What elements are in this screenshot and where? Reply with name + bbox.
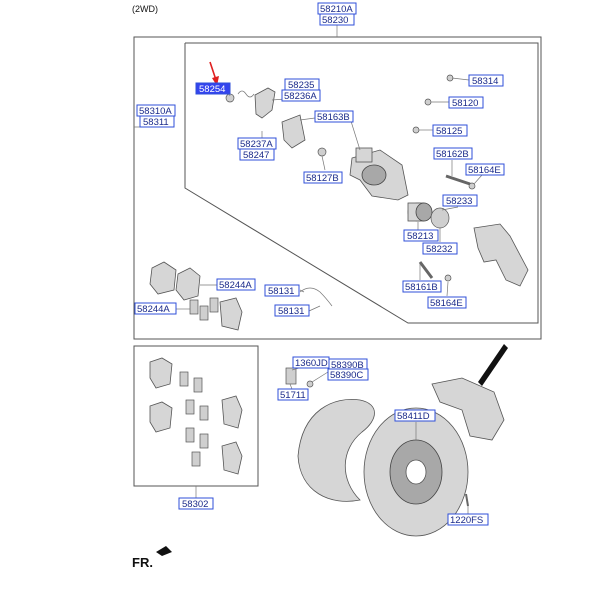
- drive-type-label: (2WD): [132, 4, 158, 14]
- callout-label: 58247: [243, 150, 269, 161]
- brake-disc-part: [363, 407, 469, 537]
- callout-58247[interactable]: 58247: [239, 148, 275, 161]
- callout-label: 58120: [452, 98, 478, 109]
- leader-lines: [176, 77, 483, 514]
- callout-58311[interactable]: 58311: [139, 115, 175, 128]
- pad-shim-set-part: [189, 297, 219, 321]
- callout-58310a[interactable]: 58310A: [136, 104, 176, 117]
- caliper-carrier-part: [473, 223, 529, 287]
- guide-bracket-part: [254, 87, 276, 119]
- callout-58164e-lower[interactable]: 58164E: [427, 296, 467, 309]
- callout-label: 58390C: [330, 370, 363, 381]
- bleeder-screw-upper-part: [424, 98, 432, 106]
- piston-part: [407, 202, 433, 222]
- dust-shield-part: [297, 398, 375, 502]
- callout-label: 1360JD: [295, 358, 328, 369]
- callout-58411d[interactable]: 58411D: [394, 409, 436, 422]
- callout-label: 58125: [436, 126, 462, 137]
- caliper-assembly-frame: [133, 36, 542, 340]
- callout-58233[interactable]: 58233: [442, 194, 478, 207]
- callout-label: 58163B: [317, 112, 350, 123]
- installed-caliper-part: [431, 377, 505, 441]
- callout-58125[interactable]: 58125: [432, 124, 468, 137]
- callout-label: 58162B: [436, 149, 469, 160]
- piston-seal-part: [430, 207, 450, 229]
- callout-58244a-left[interactable]: 58244A: [134, 302, 177, 315]
- caliper-body-part: [349, 147, 409, 201]
- callout-58131-upper[interactable]: 58131: [264, 284, 300, 297]
- disc-screw-part: [465, 493, 469, 507]
- bleeder-screw-part: [225, 90, 255, 103]
- callout-label: 58244A: [219, 280, 252, 291]
- brake-pad-set-part: [149, 261, 243, 331]
- callout-58236a[interactable]: 58236A: [281, 89, 321, 102]
- callout-label: 58230: [322, 15, 348, 26]
- callout-label: 51711: [280, 390, 306, 401]
- callout-58210a[interactable]: 58210A: [317, 2, 357, 15]
- callout-58164e-upper[interactable]: 58164E: [465, 163, 505, 176]
- guide-pin-lower-part: [418, 261, 452, 282]
- callout-58237a[interactable]: 58237A: [237, 137, 277, 150]
- callout-58213[interactable]: 58213: [403, 229, 439, 242]
- callout-58235[interactable]: 58235: [284, 78, 320, 91]
- wear-indicator-cable-part: [299, 287, 333, 307]
- caliper-location-pointer: [478, 344, 508, 386]
- callout-1360jd[interactable]: 1360JD: [292, 356, 330, 369]
- callout-label: 58411D: [397, 411, 430, 422]
- callout-58314[interactable]: 58314: [468, 74, 504, 87]
- callout-label: 58131: [268, 286, 294, 297]
- callout-label: 58127B: [306, 173, 339, 184]
- callout-label: 58164E: [430, 298, 463, 309]
- callout-label: 58237A: [240, 139, 273, 150]
- callout-label: 58232: [426, 244, 452, 255]
- callout-58230[interactable]: 58230: [319, 13, 355, 26]
- callout-58390c[interactable]: 58390C: [327, 368, 369, 381]
- callout-label: 58311: [143, 117, 169, 128]
- callout-label: 58131: [278, 306, 304, 317]
- callout-51711[interactable]: 51711: [277, 388, 309, 401]
- callout-58161b[interactable]: 58161B: [402, 280, 442, 293]
- pad-kit-contents-part: [149, 357, 243, 475]
- callout-label: 58235: [288, 80, 314, 91]
- pad-retainer-part: [281, 114, 306, 149]
- callout-label: 58254: [199, 84, 225, 95]
- callout-label: 58213: [407, 231, 433, 242]
- front-direction-label: FR.: [132, 555, 153, 570]
- callout-label: 58390B: [331, 360, 364, 371]
- callout-1220fs[interactable]: 1220FS: [447, 513, 489, 526]
- callout-58162b[interactable]: 58162B: [433, 147, 473, 160]
- callout-58232[interactable]: 58232: [422, 242, 458, 255]
- callout-label: 58236A: [284, 91, 317, 102]
- callout-58131-lower[interactable]: 58131: [274, 304, 310, 317]
- callout-label: 58314: [472, 76, 498, 87]
- callout-label: 58161B: [405, 282, 438, 293]
- callout-label: 58164E: [468, 165, 501, 176]
- guide-pin-upper-part: [445, 174, 476, 190]
- callout-58254[interactable]: 58254: [195, 82, 231, 95]
- callout-label: 58210A: [320, 4, 353, 15]
- callout-label: 58310A: [139, 106, 172, 117]
- callout-58127b[interactable]: 58127B: [303, 171, 343, 184]
- callout-58244a-upper[interactable]: 58244A: [216, 278, 256, 291]
- bleeder-plug-part: [412, 126, 420, 134]
- caliper-subassembly-frame: [184, 42, 539, 324]
- callout-58120[interactable]: 58120: [448, 96, 484, 109]
- mounting-bolt-part: [285, 367, 314, 388]
- callout-label: 1220FS: [450, 515, 483, 526]
- front-arrow-icon: [156, 546, 172, 556]
- callout-label: 58244A: [137, 304, 170, 315]
- highlight-arrow-icon: [209, 61, 219, 86]
- callout-58302[interactable]: 58302: [178, 497, 214, 510]
- callout-label: 58233: [446, 196, 472, 207]
- callout-label: 58302: [182, 499, 208, 510]
- guide-bolt-cap-part: [317, 147, 327, 157]
- callout-58163b[interactable]: 58163B: [314, 110, 354, 123]
